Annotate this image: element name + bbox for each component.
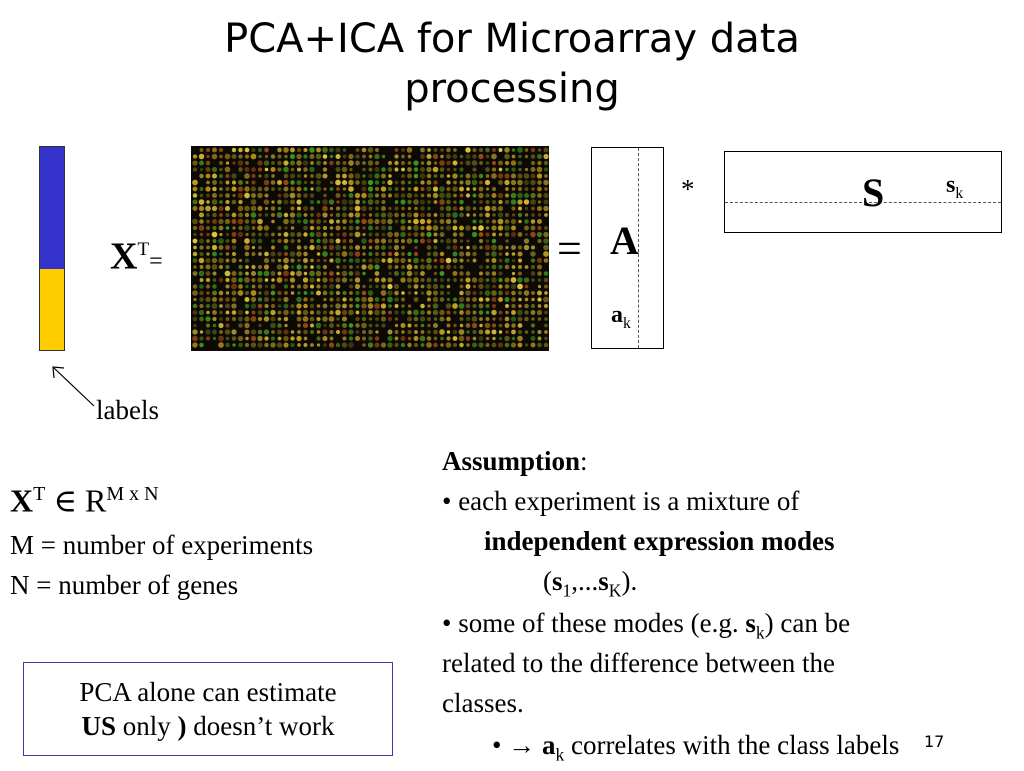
microarray-image xyxy=(191,146,549,351)
paren-close: ). xyxy=(621,566,638,596)
s-row-dashed xyxy=(725,202,1001,203)
callout-us: US xyxy=(81,711,116,741)
assumption-modes-list: (s1,...sK). xyxy=(543,564,637,607)
s1-letter: s xyxy=(552,566,563,596)
m-definition: M = number of experiments xyxy=(10,530,314,560)
assumption-bullet-3: • → ak correlates with the class labels xyxy=(492,728,899,771)
xt-equals: XT= xyxy=(110,228,163,284)
sk-letter: s xyxy=(598,566,609,596)
a-matrix-label: A xyxy=(610,218,639,263)
assumption-bullet-2-line-3: classes. xyxy=(442,688,524,718)
callout-tail: doesn’t work xyxy=(186,711,335,741)
labels-caption: labels xyxy=(96,395,159,425)
b3-pre: • → xyxy=(492,730,542,760)
s-k-letter: s xyxy=(946,172,956,198)
class-label-blue xyxy=(40,147,64,269)
class-label-bar xyxy=(39,146,65,351)
a-matrix xyxy=(591,147,664,349)
b2-s-subscript: k xyxy=(755,622,765,643)
callout-line-1: PCA alone can estimate xyxy=(79,677,337,707)
assumption-bullet-1: • each experiment is a mixture of xyxy=(442,486,800,516)
callout-line-2: US only ) doesn’t work xyxy=(24,709,392,743)
s-k-subscript: k xyxy=(955,184,964,202)
sk-subscript: K xyxy=(608,580,622,601)
title-line-2: processing xyxy=(404,66,620,112)
callout-only: only xyxy=(116,711,178,741)
callout-implies: ) xyxy=(177,711,187,741)
assumption-heading-text: Assumption xyxy=(442,446,581,476)
labels-arrow xyxy=(52,366,95,407)
class-label-yellow xyxy=(40,268,64,350)
a-k-label: ak xyxy=(611,300,631,339)
dims-r-superscript: M x N xyxy=(106,483,159,505)
n-definition: N = number of genes xyxy=(10,570,239,600)
paren-open: ( xyxy=(543,566,552,596)
b3-post: correlates with the class labels xyxy=(564,730,900,760)
assumption-bullet-2: • some of these modes (e.g. sk) can be xyxy=(442,606,850,649)
s-k-label: sk xyxy=(946,170,963,209)
s-matrix xyxy=(724,151,1002,233)
assumption-colon: : xyxy=(580,446,588,476)
page-number: 17 xyxy=(924,732,945,751)
b2-pre: • some of these modes (e.g. xyxy=(442,608,746,638)
assumption-bullet-1-bold: independent expression modes xyxy=(484,526,835,556)
pca-callout-box: PCA alone can estimate US only ) doesn’t… xyxy=(23,662,393,756)
x-symbol: X xyxy=(110,235,138,278)
slide-title: PCA+ICA for Microarray data processing xyxy=(0,14,1024,114)
dims-r: R xyxy=(85,482,107,519)
title-line-1: PCA+ICA for Microarray data xyxy=(224,16,800,62)
b2-s-letter: s xyxy=(745,608,756,638)
multiply-symbol: * xyxy=(681,174,695,204)
dims-x-transpose: T xyxy=(33,483,46,505)
big-equals: = xyxy=(557,224,582,273)
xt-dimensions: XT ∈ RM x N xyxy=(10,474,159,521)
b3-a-subscript: k xyxy=(555,744,565,765)
a-column-dashed xyxy=(638,148,639,348)
s-matrix-label: S xyxy=(862,170,885,215)
dots: ,... xyxy=(571,566,599,596)
assumption-heading: Assumption: xyxy=(442,444,588,478)
small-equals: = xyxy=(149,248,163,275)
b2-post: ) can be xyxy=(764,608,851,638)
assumption-bullet-2-line-2: related to the difference between the xyxy=(442,648,836,678)
x-transpose: T xyxy=(137,239,150,260)
a-k-letter: a xyxy=(611,302,623,328)
s1-subscript: 1 xyxy=(562,580,572,601)
b3-a-letter: a xyxy=(541,730,556,760)
element-of-symbol: ∈ xyxy=(53,482,78,519)
dims-x: X xyxy=(10,482,34,519)
a-k-subscript: k xyxy=(623,314,631,332)
